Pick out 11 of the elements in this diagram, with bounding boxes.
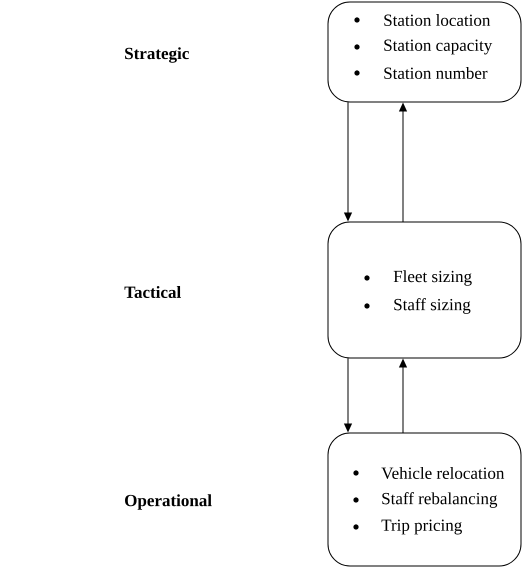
list-item: Station capacity — [384, 40, 492, 54]
list-item: Staff rebalancing — [382, 492, 498, 508]
level-label: Strategic — [125, 47, 189, 63]
list-item: Staff sizing — [394, 298, 470, 314]
list-item: Vehicle relocation — [381, 466, 504, 480]
list-item: Fleet sizing — [394, 270, 472, 286]
list-item: Station number — [384, 67, 488, 79]
level-label: Operational — [125, 494, 212, 510]
list-item: Station location — [384, 14, 490, 26]
list-item: Trip pricing — [382, 520, 462, 534]
level-label: Tactical — [124, 286, 181, 298]
